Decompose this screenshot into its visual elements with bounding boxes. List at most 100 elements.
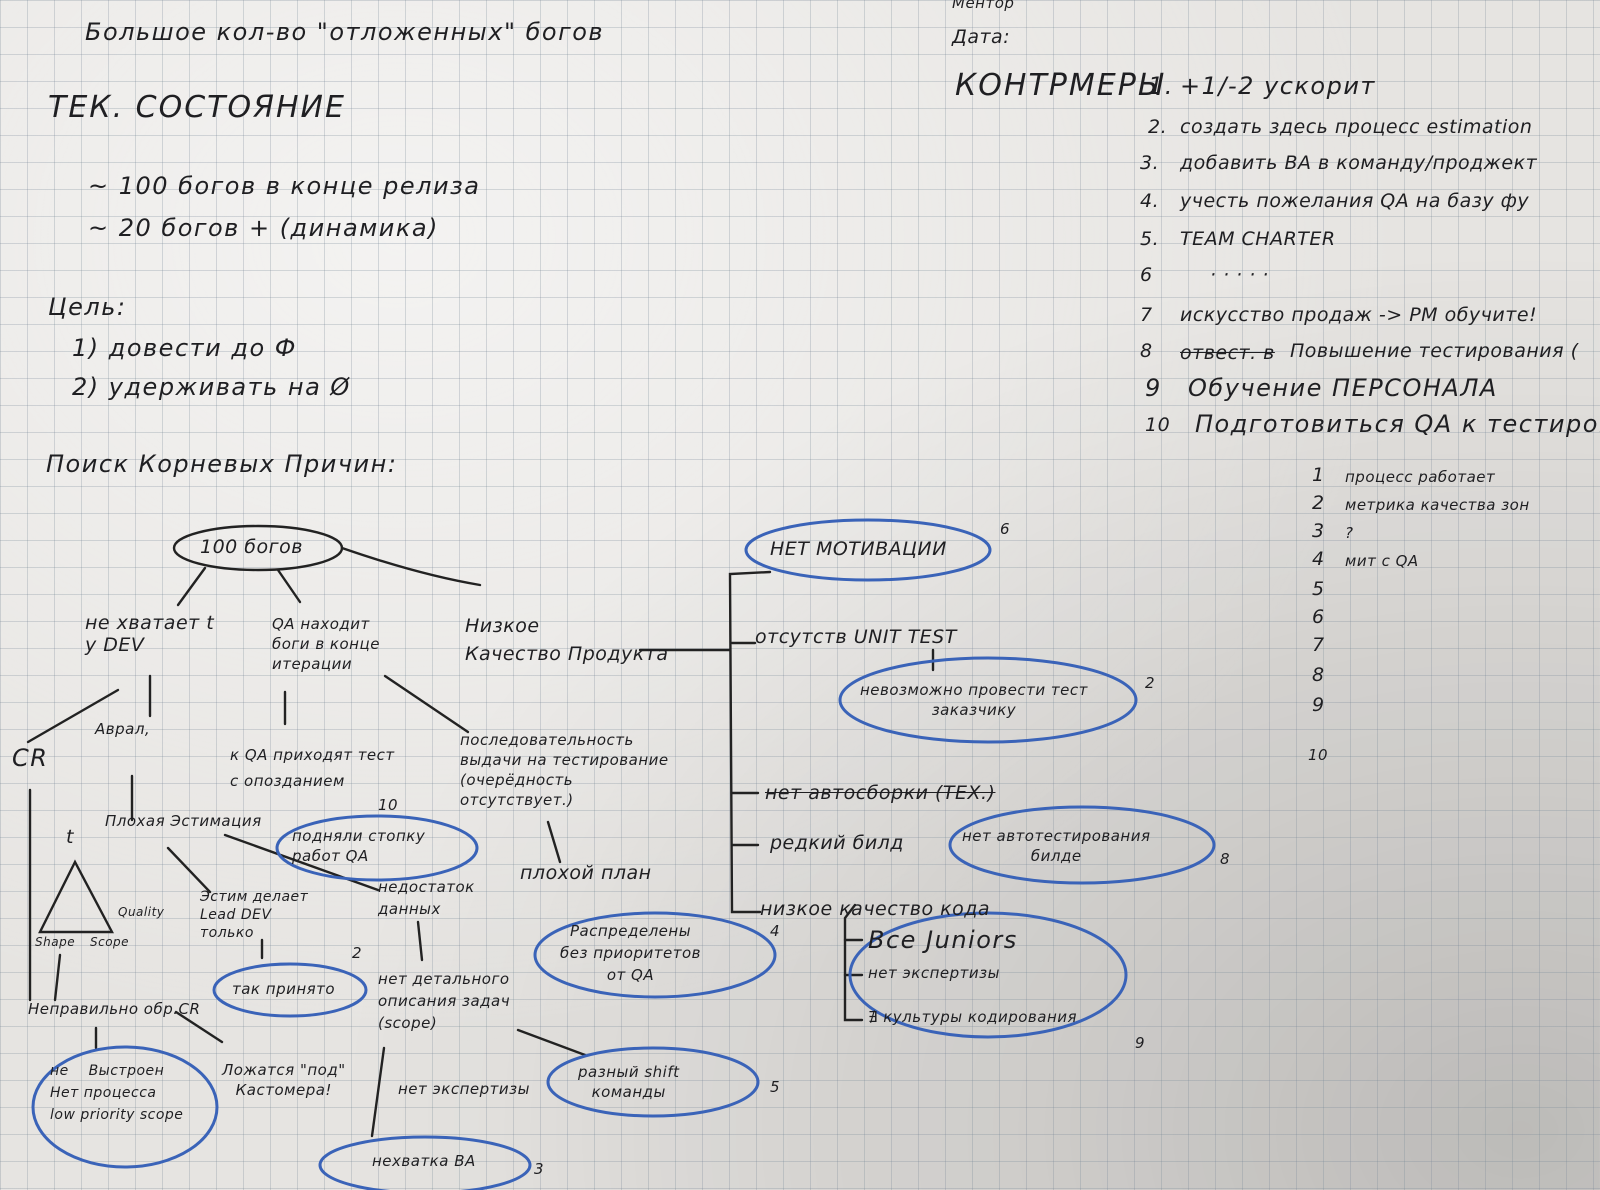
countermeasure-num-2: 2. — [1148, 116, 1168, 138]
node-cant-test-num: 2 — [1145, 674, 1156, 692]
page-title: Большое кол-во "отложенных" богов — [85, 18, 605, 46]
node-estimates-lead: Эстим делает Lead DEV только — [200, 889, 309, 941]
node-sequence: последовательность выдачи на тестировани… — [460, 731, 669, 809]
branch-low-quality: Низкое Качество Продукта — [465, 615, 669, 665]
metric-text-1: процесс работает — [1345, 468, 1496, 486]
metric-num-9: 9 — [1312, 694, 1325, 716]
countermeasure-num-9: 9 — [1145, 374, 1162, 402]
triangle-shape — [38, 859, 114, 934]
node-no-culture-num: 9 — [1135, 1034, 1146, 1052]
goal-item-2: 2) удерживать на Ø — [72, 373, 351, 401]
countermeasure-num-8: 8 — [1140, 340, 1153, 362]
oval-lack-ba — [318, 1135, 532, 1190]
mentor-label: Ментор — [952, 0, 1015, 12]
countermeasure-text-7: искусство продаж -> PM обучите! — [1180, 304, 1538, 326]
b2-to-sequence-line — [383, 674, 470, 734]
metric-num-8: 8 — [1312, 664, 1325, 686]
node-pile-up: подняли стопку работ QA — [292, 827, 426, 865]
oval-no-motivation — [744, 518, 992, 582]
countermeasure-strike-8: отвест. в — [1180, 342, 1275, 364]
estimation-to-lack-line — [223, 833, 380, 892]
b1-to-cr-line — [26, 688, 120, 744]
node-pile-up-num: 10 — [378, 796, 399, 814]
node-no-autotest-num: 8 — [1220, 850, 1231, 868]
countermeasure-text-8: Повышение тестирования ( — [1290, 340, 1579, 362]
node-no-culture: ∄ культуры кодирования — [868, 1008, 1078, 1026]
wrongcr-to-lying-line — [174, 1010, 224, 1044]
node-so-accepted: так принято — [232, 980, 336, 998]
estimation-to-lead-line — [166, 846, 212, 894]
node-no-motivation: НЕТ МОТИВАЦИИ — [770, 538, 947, 560]
node-no-experts: нет экспертизы — [398, 1080, 530, 1098]
oval-no-framework — [31, 1045, 219, 1169]
countermeasure-num-6: 6 — [1140, 264, 1153, 286]
countermeasure-num-5: 5. — [1140, 228, 1160, 250]
root-tail-line — [340, 546, 482, 587]
node-distributed: Распределены без приоритетов от QA — [560, 922, 701, 984]
oval-low-code — [848, 911, 1128, 1039]
oval-no-autotest — [948, 805, 1216, 885]
node-qa-late: к QA приходят тест с опозданием — [230, 746, 395, 790]
goal-item-1: 1) довести до Ф — [72, 334, 297, 362]
sequence-to-plan-line — [546, 820, 562, 864]
lack-to-nodetail-line — [416, 920, 424, 962]
metric-num-5: 5 — [1312, 578, 1325, 600]
noexp-to-ba-line — [370, 1046, 386, 1138]
countermeasure-text-10: Подготовиться QA к тестирован — [1195, 410, 1600, 438]
node-cr: CR — [12, 744, 49, 772]
node-avral: Аврал, — [95, 720, 151, 738]
metric-num-10: 10 — [1308, 746, 1329, 764]
node-lack-ba-num: 3 — [534, 1160, 545, 1178]
node-low-code-quality: низкое качество кода — [760, 898, 990, 920]
node-lying-customer: Ложатся "под" Кастомера! — [222, 1061, 346, 1099]
node-wrong-cr: Неправильно обр.CR — [28, 1000, 201, 1018]
countermeasure-num-3: 3. — [1140, 152, 1160, 174]
oval-pile-up — [275, 814, 479, 882]
node-no-framework: не Выстроен Нет процесса low priority sc… — [50, 1063, 184, 1123]
countermeasure-text-9: Обучение ПЕРСОНАЛА — [1188, 374, 1498, 402]
triangle-quality-label: Quality — [118, 905, 165, 919]
current-state-heading: ТЕК. СОСТОЯНИЕ — [48, 90, 346, 125]
oval-distributed — [533, 911, 777, 999]
lowcode-bracket — [843, 903, 864, 1022]
node-no-autotest: нет автотестирования билде — [962, 827, 1151, 865]
triangle-shape-label: Shape — [35, 935, 76, 949]
node-lack-ba: нехватка BA — [372, 1152, 476, 1170]
triangle-t-label: t — [66, 826, 74, 848]
node-rare-build: редкий билд — [770, 832, 904, 854]
oval-cant-test — [838, 656, 1138, 744]
current-state-line-1: ~ 100 богов в конце релиза — [88, 172, 481, 200]
node-bad-plan: плохой план — [520, 862, 652, 884]
node-no-autobuild: нет автосборки (ТЕХ.) — [765, 782, 996, 804]
node-no-unit-test: отсутств UNIT TEST — [755, 626, 957, 648]
branch-qa-finds-bugs: QA находит боги в конце итерации — [272, 615, 380, 673]
node-shift: разный shift команды — [578, 1063, 680, 1101]
date-label: Дата: — [952, 26, 1011, 48]
metric-num-6: 6 — [1312, 606, 1325, 628]
countermeasure-text-5: TEAM CHARTER — [1180, 228, 1336, 250]
node-all-juniors: Все Juniors — [868, 926, 1018, 954]
metric-num-2: 2 — [1312, 492, 1325, 514]
metric-num-4: 4 — [1312, 548, 1325, 570]
metric-num-3: 3 — [1312, 520, 1325, 542]
countermeasure-text-2: создать здесь процесс estimation — [1180, 116, 1533, 138]
node-lack-data: недостаток данных — [378, 878, 475, 918]
countermeasure-text-3: добавить BA в команду/проджект — [1180, 152, 1538, 174]
triangle-scope-label: Scope — [90, 935, 130, 949]
goal-heading: Цель: — [48, 293, 127, 321]
countermeasure-num-1: 1. — [1148, 72, 1174, 100]
node-shift-num: 5 — [770, 1078, 781, 1096]
node-no-detail: нет детального описания задач (scope) — [378, 970, 511, 1032]
oval-so-accepted — [212, 962, 368, 1018]
countermeasure-num-7: 7 — [1140, 304, 1153, 326]
countermeasure-text-4: учесть пожелания QA на базу фу — [1180, 190, 1530, 212]
node-no-motivation-num: 6 — [1000, 520, 1011, 538]
countermeasure-num-10: 10 — [1145, 414, 1171, 436]
branch-no-time-dev: не хватает t у DEV — [85, 612, 215, 656]
root-to-b2-line — [276, 568, 302, 604]
current-state-line-2: ~ 20 богов + (динамика) — [88, 214, 439, 242]
triangle-down-line — [53, 953, 62, 1002]
root-causes-heading: Поиск Корневых Причин: — [46, 450, 398, 478]
tree-root: 100 богов — [200, 536, 303, 558]
metric-num-7: 7 — [1312, 634, 1325, 656]
